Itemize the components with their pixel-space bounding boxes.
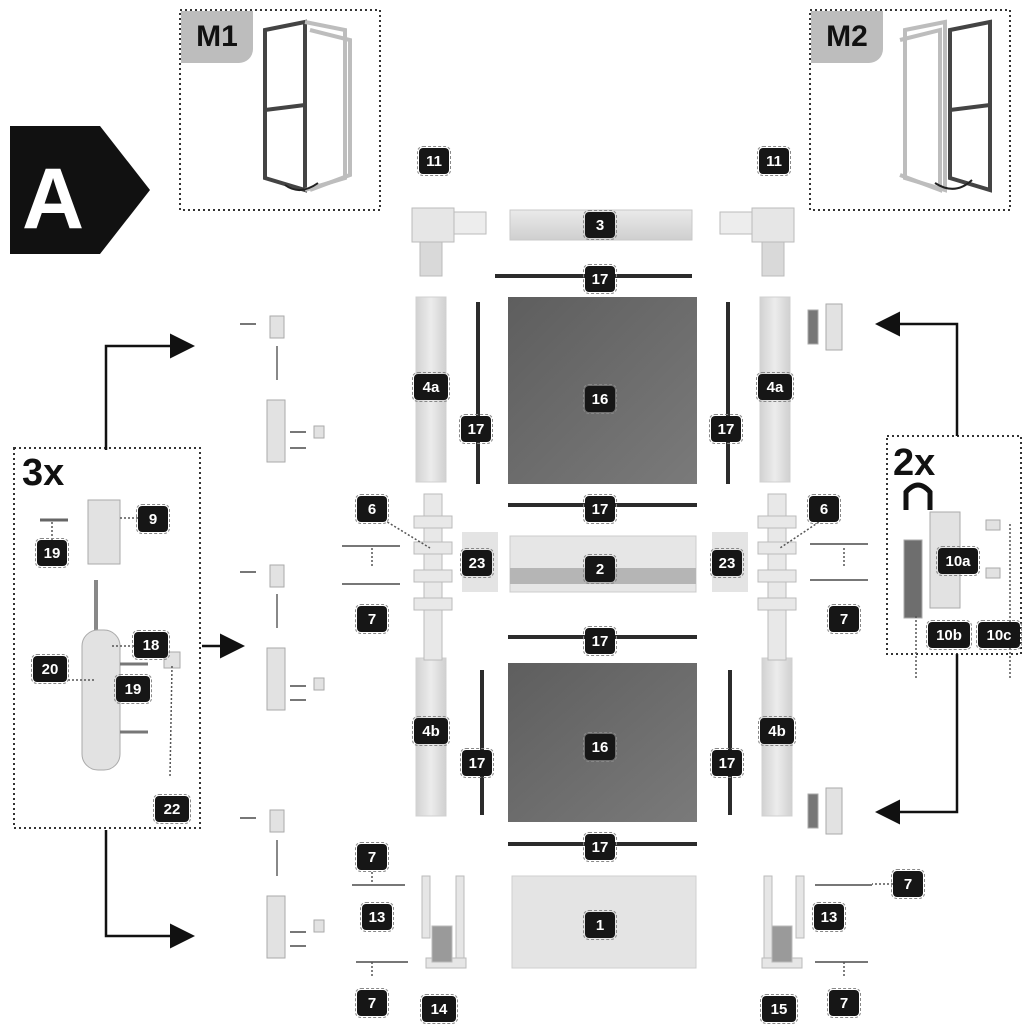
- kit-left-parts: [40, 499, 181, 771]
- label-part-2: 2: [583, 554, 617, 584]
- label-part-7: 7: [827, 988, 861, 1018]
- corner-connector-right: [719, 207, 795, 277]
- t-connector-right: [757, 493, 797, 661]
- label-part-13-right: 13: [812, 902, 846, 932]
- label-part-14: 14: [420, 994, 458, 1024]
- corner-connector-left: [411, 207, 487, 277]
- label-part-17: 17: [583, 626, 617, 656]
- hardware-set-middle: [240, 564, 325, 711]
- label-part-13-left: 13: [360, 902, 394, 932]
- label-part-17: 17: [583, 832, 617, 862]
- label-part-17: 17: [583, 264, 617, 294]
- label-part-1: 1: [583, 910, 617, 940]
- label-part-7: 7: [355, 988, 389, 1018]
- screws-bottom: [352, 884, 872, 963]
- label-part-17: 17: [459, 414, 493, 444]
- label-part-7: 7: [355, 604, 389, 634]
- label-part-4a-left: 4a: [412, 372, 450, 402]
- label-part-16: 16: [583, 732, 617, 762]
- bottom-corner-left: [421, 875, 467, 969]
- label-part-15: 15: [760, 994, 798, 1024]
- label-part-17: 17: [460, 748, 494, 778]
- section-letter: A: [22, 151, 85, 247]
- kit-left-qty: 3x: [22, 452, 65, 494]
- screws-mid: [342, 543, 868, 585]
- m2-tag: M2: [811, 11, 883, 63]
- label-part-10a: 10a: [936, 546, 980, 576]
- m1-tag: M1: [181, 11, 253, 63]
- t-connector-left: [413, 493, 453, 661]
- label-part-22: 22: [153, 794, 191, 824]
- label-part-4a-right: 4a: [756, 372, 794, 402]
- label-part-7: 7: [891, 869, 925, 899]
- label-part-17: 17: [709, 414, 743, 444]
- label-part-7: 7: [355, 842, 389, 872]
- label-part-10b: 10b: [926, 620, 972, 650]
- label-part-17: 17: [710, 748, 744, 778]
- hardware-set-top: [240, 315, 325, 463]
- label-part-20: 20: [31, 654, 69, 684]
- window-m1-illustration: [263, 19, 352, 193]
- label-part-17: 17: [583, 494, 617, 524]
- section-badge: [10, 126, 150, 254]
- magnet-set-top: [807, 303, 843, 351]
- label-part-4b-left: 4b: [412, 716, 450, 746]
- label-part-23-left: 23: [460, 548, 494, 578]
- label-part-16: 16: [583, 384, 617, 414]
- label-part-9: 9: [136, 504, 170, 534]
- label-part-19: 19: [114, 674, 152, 704]
- label-part-4b-right: 4b: [758, 716, 796, 746]
- label-part-18: 18: [132, 630, 170, 660]
- label-part-11-left: 11: [417, 146, 451, 176]
- magnet-set-bottom: [807, 787, 843, 835]
- arrows: [104, 311, 959, 949]
- label-part-6-left: 6: [355, 494, 389, 524]
- leader-lines: [51, 517, 1011, 976]
- label-part-10c: 10c: [976, 620, 1022, 650]
- kit-right-qty: 2x: [893, 442, 936, 484]
- label-part-3: 3: [583, 210, 617, 240]
- label-part-6-right: 6: [807, 494, 841, 524]
- window-m2-illustration: [899, 19, 992, 193]
- label-part-7: 7: [827, 604, 861, 634]
- label-part-11-right: 11: [757, 146, 791, 176]
- label-part-19: 19: [35, 538, 69, 568]
- bottom-corner-right: [761, 875, 805, 969]
- label-part-23-right: 23: [710, 548, 744, 578]
- hardware-set-bottom: [240, 809, 325, 959]
